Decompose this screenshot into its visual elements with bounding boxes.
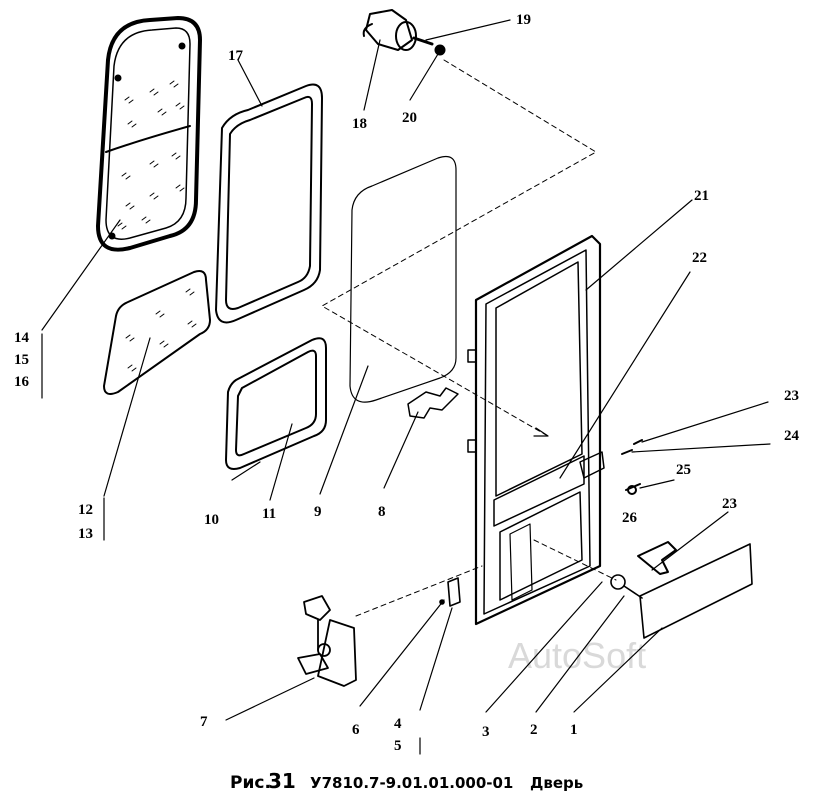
callout-23: 23: [784, 388, 799, 404]
callout-7: 7: [200, 714, 208, 730]
fasteners: [621, 439, 677, 575]
callout-18: 18: [352, 116, 367, 132]
callout-24: 24: [784, 428, 800, 444]
callout-14: 14: [14, 330, 30, 346]
callout-23-second: 23: [722, 496, 737, 512]
figure-caption: Рис. 31 У7810.7-9.01.01.000-01 Дверь: [230, 769, 583, 793]
alignment-dashed-lines: [321, 59, 617, 617]
window-glass-assembly: [96, 16, 202, 252]
door-frame: [467, 234, 605, 626]
caption-code: У7810.7-9.01.01.000-01: [310, 774, 513, 792]
watermark: AutoSoft: [508, 635, 646, 676]
callout-12: 12: [78, 502, 93, 518]
callout-8: 8: [378, 504, 386, 520]
large-seal-frame: [215, 83, 323, 324]
callout-20: 20: [402, 110, 417, 126]
callout-16: 16: [14, 374, 30, 390]
callout-17: 17: [228, 48, 244, 64]
callout-6: 6: [352, 722, 360, 738]
handle-and-cover: [610, 543, 753, 639]
callout-9: 9: [314, 504, 322, 520]
leader-lines: [41, 19, 771, 755]
callout-2: 2: [530, 722, 538, 738]
lock-mechanism: [297, 595, 357, 687]
callout-5: 5: [394, 738, 402, 754]
caption-title: Дверь: [530, 774, 583, 792]
small-seal-frame: [225, 337, 327, 470]
door-glass: [349, 155, 457, 403]
callout-15: 15: [14, 352, 29, 368]
callout-13: 13: [78, 526, 93, 542]
callout-labels: 1 2 3 4 5 6 7 8 9 10 11 12 13 14 15 16 1…: [14, 12, 800, 754]
callout-1: 1: [570, 722, 578, 738]
callout-22: 22: [692, 250, 707, 266]
arrow-head: [533, 427, 549, 437]
caption-prefix: Рис.: [230, 773, 271, 793]
callout-3: 3: [482, 724, 490, 740]
callout-26: 26: [622, 510, 638, 526]
callout-19: 19: [516, 12, 531, 28]
small-glass-panel: [103, 270, 211, 395]
caption-number: 31: [268, 769, 296, 793]
callout-10: 10: [204, 512, 219, 528]
callout-4: 4: [394, 716, 402, 732]
lock-cylinder: [362, 9, 446, 56]
callout-11: 11: [262, 506, 276, 522]
bracket-part: [407, 387, 459, 419]
callout-21: 21: [694, 188, 709, 204]
callout-25: 25: [676, 462, 691, 478]
